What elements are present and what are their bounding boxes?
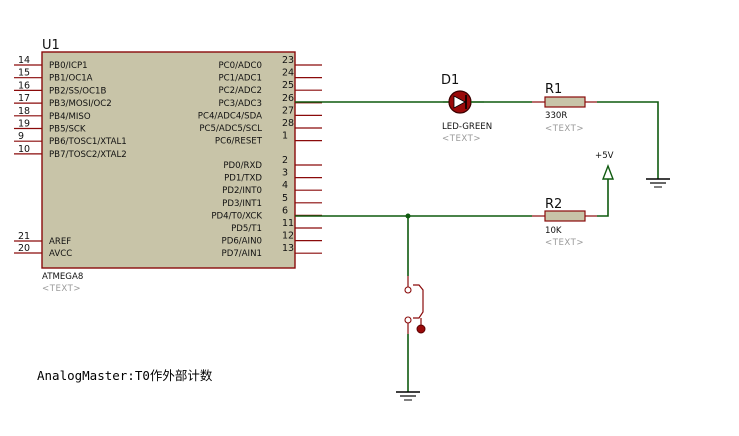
u1-pin-number: 26	[282, 93, 294, 104]
d1-reference: D1	[441, 73, 459, 88]
d1-anode-triangle	[453, 95, 466, 109]
u1-pin-label: PB2/SS/OC1B	[49, 86, 106, 96]
u1-pin-label: AREF	[49, 237, 71, 247]
button-knob	[416, 324, 426, 334]
u1-pin-number: 2	[282, 155, 288, 166]
r2-resistor[interactable]: R2 10K <TEXT>	[532, 197, 597, 248]
u1-pin-number: 9	[18, 131, 24, 142]
u1-pin-label: PC6/RESET	[215, 137, 263, 147]
r1-value: 330R	[545, 111, 567, 121]
d1-value: LED-GREEN	[442, 122, 492, 132]
button-contact-top	[404, 286, 412, 294]
u1-body	[41, 51, 296, 269]
u1-pin-number: 21	[18, 231, 30, 242]
r2-value: 10K	[545, 226, 562, 236]
u1-pin-label: PC3/ADC3	[218, 99, 262, 109]
r1-reference: R1	[545, 82, 562, 97]
u1-pin-number: 18	[18, 106, 30, 117]
u1-pin-label: PB6/TOSC1/XTAL1	[49, 137, 127, 147]
u1-pin-label: PB3/MOSI/OC2	[49, 99, 112, 109]
u1-pin-label: PD2/INT0	[222, 186, 262, 196]
ground-symbol-1	[646, 178, 670, 188]
u1-pin-label: PB0/ICP1	[49, 61, 88, 71]
u1-pin-number: 1	[282, 131, 288, 142]
d1-text-placeholder: <TEXT>	[442, 134, 481, 144]
d1-led[interactable]: D1 LED-GREEN <TEXT>	[441, 73, 492, 144]
u1-pin-number: 17	[18, 93, 30, 104]
push-button[interactable]	[404, 276, 426, 334]
u1-reference: U1	[42, 38, 60, 53]
u1-pin-label: PC0/ADC0	[218, 61, 262, 71]
power-arrow	[601, 164, 615, 180]
u1-pin-number: 11	[282, 218, 294, 229]
wire-r2-to-power	[597, 179, 609, 217]
u1-pin-number: 19	[18, 119, 30, 130]
u1-pin-number: 10	[18, 144, 30, 155]
r1-resistor[interactable]: R1 330R <TEXT>	[532, 82, 597, 134]
u1-pin-label: PD0/RXD	[223, 161, 262, 171]
r2-reference: R2	[545, 197, 562, 212]
u1-pin-label: PC5/ADC5/SCL	[199, 124, 262, 134]
u1-pin-number: 24	[282, 68, 294, 79]
u1-pin-label: PC1/ADC1	[218, 74, 262, 84]
ground-symbol-2	[396, 391, 420, 401]
u1-pin-label: PB5/SCK	[49, 125, 86, 135]
r2-body	[544, 210, 586, 222]
u1-pin-label: PD6/AIN0	[222, 237, 262, 247]
u1-pin-label: PB1/OC1A	[49, 74, 93, 84]
u1-pin-number: 28	[282, 118, 294, 129]
u1-pin-label: AVCC	[49, 249, 72, 259]
u1-pin-number: 20	[18, 243, 30, 254]
u1-pin-label: PD1/TXD	[224, 174, 262, 184]
schematic-caption: AnalogMaster:T0作外部计数	[37, 368, 213, 383]
u1-pin-number: 27	[282, 105, 294, 116]
u1-pin-number: 13	[282, 243, 294, 254]
r1-text-placeholder: <TEXT>	[545, 124, 584, 134]
u1-pin-label: PD4/T0/XCK	[211, 211, 262, 221]
u1-pin-number: 23	[282, 55, 294, 66]
u1-text-placeholder: <TEXT>	[42, 284, 81, 294]
r2-text-placeholder: <TEXT>	[545, 238, 584, 248]
button-contact-bottom	[404, 316, 412, 324]
button-actuator	[413, 284, 424, 319]
u1-pin-number: 15	[18, 68, 30, 79]
u1-pin-label: PD7/AIN1	[222, 249, 262, 259]
u1-pin-number: 6	[282, 205, 288, 216]
u1-pin-label: PB7/TOSC2/XTAL2	[49, 150, 127, 160]
u1-pin-number: 4	[282, 180, 288, 191]
u1-pin-number: 5	[282, 193, 288, 204]
u1-pin-number: 25	[282, 80, 294, 91]
u1-pin-label: PB4/MISO	[49, 112, 91, 122]
u1-pin-number: 16	[18, 80, 30, 91]
u1-pin-label: PC2/ADC2	[218, 86, 262, 96]
u1-pin-label: PD5/T1	[231, 224, 262, 234]
u1-part-name: ATMEGA8	[42, 272, 83, 282]
u1-right-pins: 23PC0/ADC024PC1/ADC125PC2/ADC226PC3/ADC3…	[198, 55, 322, 259]
power-terminal-5v[interactable]: +5V	[595, 151, 615, 180]
u1-pin-number: 14	[18, 55, 30, 66]
u1-pin-label: PD3/INT1	[222, 199, 262, 209]
u1-pin-number: 12	[282, 231, 294, 242]
u1-pin-label: PC4/ADC4/SDA	[198, 111, 262, 121]
u1-pin-number: 3	[282, 168, 288, 179]
power-label: +5V	[595, 151, 614, 161]
r1-body	[544, 96, 586, 108]
wire-r1-to-ground	[597, 101, 659, 179]
